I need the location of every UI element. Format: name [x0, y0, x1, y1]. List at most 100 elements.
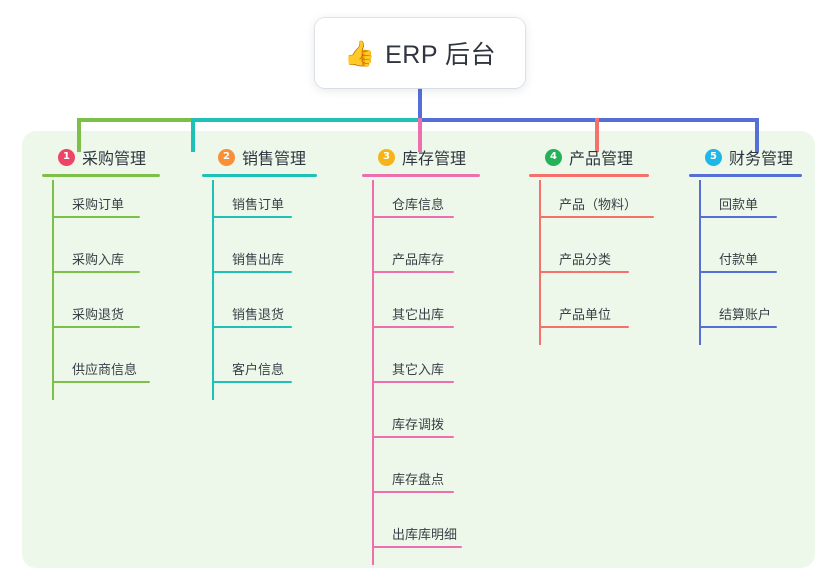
branch-column-5: 5 财务管理回款单付款单结算账户: [687, 140, 802, 345]
leaf-node-rule: [212, 326, 292, 328]
leaf-node-label: 结算账户: [719, 307, 772, 322]
branch-items: 产品（物料） 产品分类产品单位: [527, 180, 654, 345]
leaf-node-label: 供应商信息: [72, 362, 138, 377]
branch-spine: [539, 180, 541, 345]
branch-column-2: 2 销售管理销售订单销售出库销售退货客户信息: [200, 140, 317, 400]
branch-header-3[interactable]: 3 库存管理: [360, 140, 480, 177]
leaf-node-rule: [372, 381, 454, 383]
leaf-node-label: 销售出库: [232, 252, 285, 267]
leaf-node[interactable]: 出库库明细: [360, 510, 478, 565]
branch-number-badge: 2: [218, 148, 235, 166]
leaf-node-rule: [372, 271, 454, 273]
branch-number-badge: 3: [378, 148, 395, 166]
leaf-node-label: 产品单位: [559, 307, 612, 322]
leaf-node-label: 库存调拨: [392, 417, 445, 432]
branch-title: 销售管理: [242, 151, 307, 168]
leaf-node[interactable]: 销售订单: [200, 180, 315, 235]
leaf-node-label: 采购订单: [72, 197, 125, 212]
leaf-node-rule: [699, 216, 777, 218]
leaf-node[interactable]: 其它入库: [360, 345, 478, 400]
branch-items: 仓库信息产品库存其它出库其它入库库存调拨库存盘点出库库明细: [360, 180, 478, 565]
thumbs-up-icon: 👍: [343, 38, 376, 68]
leaf-node-rule: [372, 326, 454, 328]
leaf-node-rule: [372, 436, 454, 438]
leaf-node-rule: [52, 216, 140, 218]
leaf-node-rule: [539, 271, 629, 273]
leaf-node-label: 采购退货: [72, 307, 125, 322]
branch-header-4[interactable]: 4 产品管理: [527, 140, 649, 177]
leaf-node[interactable]: 库存调拨: [360, 400, 478, 455]
leaf-node-label: 销售订单: [232, 197, 285, 212]
leaf-node-label: 产品库存: [392, 252, 445, 267]
leaf-node[interactable]: 销售出库: [200, 235, 315, 290]
leaf-node[interactable]: 供应商信息: [40, 345, 158, 400]
leaf-node-rule: [52, 271, 140, 273]
leaf-node[interactable]: 客户信息: [200, 345, 315, 400]
branch-items: 采购订单采购入库采购退货供应商信息: [40, 180, 158, 400]
leaf-node-rule: [212, 381, 292, 383]
leaf-node-rule: [699, 326, 777, 328]
leaf-node[interactable]: 其它出库: [360, 290, 478, 345]
leaf-node-label: 其它出库: [392, 307, 445, 322]
leaf-node-label: 产品（物料）: [559, 197, 638, 212]
leaf-node-label: 仓库信息: [392, 197, 445, 212]
branch-number-badge: 4: [545, 148, 562, 166]
leaf-node-label: 销售退货: [232, 307, 285, 322]
leaf-node[interactable]: 结算账户: [687, 290, 800, 345]
branch-items: 回款单付款单结算账户: [687, 180, 800, 345]
leaf-node[interactable]: 回款单: [687, 180, 800, 235]
branch-header-1[interactable]: 1 采购管理: [40, 140, 160, 177]
leaf-node-rule: [52, 326, 140, 328]
branch-spine: [212, 180, 214, 400]
leaf-node[interactable]: 销售退货: [200, 290, 315, 345]
leaf-node[interactable]: 产品（物料）: [527, 180, 654, 235]
leaf-node-rule: [372, 491, 454, 493]
leaf-node[interactable]: 产品单位: [527, 290, 647, 345]
branch-number-badge: 1: [58, 148, 75, 166]
leaf-node-rule: [539, 326, 629, 328]
leaf-node[interactable]: 库存盘点: [360, 455, 478, 510]
leaf-node-rule: [699, 271, 777, 273]
leaf-node[interactable]: 采购退货: [40, 290, 158, 345]
leaf-node-label: 付款单: [719, 252, 759, 267]
leaf-node[interactable]: 仓库信息: [360, 180, 478, 235]
branch-header-rule: [689, 174, 802, 177]
leaf-node-label: 其它入库: [392, 362, 445, 377]
branch-header-rule: [42, 174, 160, 177]
leaf-node-label: 回款单: [719, 197, 759, 212]
root-node-label: ERP 后台: [385, 41, 497, 69]
leaf-node-rule: [212, 271, 292, 273]
branch-spine: [699, 180, 701, 345]
branch-header-2[interactable]: 2 销售管理: [200, 140, 317, 177]
branch-column-4: 4 产品管理产品（物料） 产品分类产品单位: [527, 140, 654, 345]
branch-header-rule: [529, 174, 649, 177]
branch-number-badge: 5: [705, 148, 722, 166]
branch-spine: [52, 180, 54, 400]
leaf-node-label: 产品分类: [559, 252, 612, 267]
branch-column-1: 1 采购管理采购订单采购入库采购退货供应商信息: [40, 140, 160, 400]
branch-header-5[interactable]: 5 财务管理: [687, 140, 802, 177]
root-node-card[interactable]: 👍 ERP 后台: [315, 18, 525, 88]
branch-header-rule: [362, 174, 480, 177]
leaf-node[interactable]: 付款单: [687, 235, 800, 290]
leaf-node[interactable]: 采购订单: [40, 180, 158, 235]
branch-title: 财务管理: [729, 151, 794, 168]
branch-title: 库存管理: [402, 151, 467, 168]
leaf-node-label: 库存盘点: [392, 472, 445, 487]
leaf-node[interactable]: 采购入库: [40, 235, 158, 290]
leaf-node[interactable]: 产品分类: [527, 235, 647, 290]
leaf-node-rule: [372, 546, 462, 548]
branch-items: 销售订单销售出库销售退货客户信息: [200, 180, 315, 400]
leaf-node-label: 采购入库: [72, 252, 125, 267]
branch-title: 产品管理: [569, 151, 634, 168]
branch-header-rule: [202, 174, 317, 177]
leaf-node-rule: [52, 381, 150, 383]
branch-column-3: 3 库存管理仓库信息产品库存其它出库其它入库库存调拨库存盘点出库库明细: [360, 140, 480, 565]
leaf-node[interactable]: 产品库存: [360, 235, 478, 290]
branch-title: 采购管理: [82, 151, 147, 168]
diagram-panel: [22, 131, 815, 568]
leaf-node-label: 出库库明细: [392, 527, 458, 542]
leaf-node-label: 客户信息: [232, 362, 285, 377]
branch-spine: [372, 180, 374, 565]
